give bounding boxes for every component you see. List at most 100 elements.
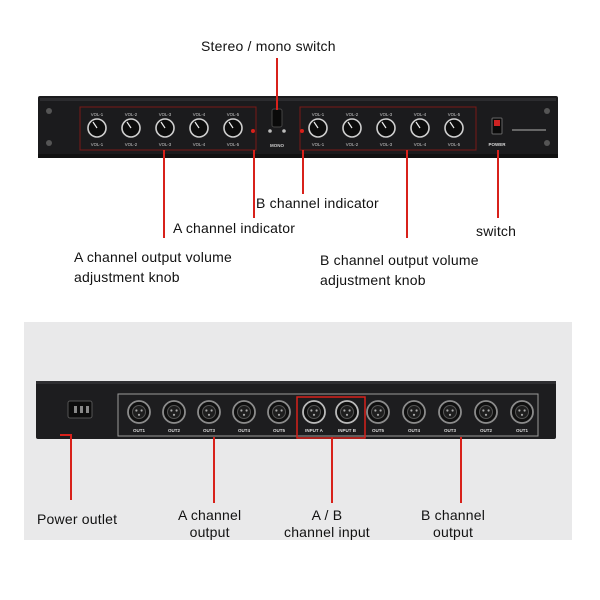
rack-screw-icon bbox=[46, 140, 52, 146]
knob-label-a: VOL-5 bbox=[227, 142, 240, 147]
xlr-socket-icon bbox=[202, 405, 216, 419]
knob-pointer-icon bbox=[126, 121, 132, 129]
xlr-pin-icon bbox=[412, 413, 416, 416]
mono-label: MONO bbox=[270, 143, 284, 148]
xlr-pin-icon bbox=[523, 409, 526, 412]
xlr-pin-icon bbox=[484, 413, 488, 416]
knob-label-b: VOL-5 bbox=[448, 142, 461, 147]
rack-screw-icon bbox=[544, 108, 550, 114]
a-output-knob-callout: A channel output volume adjustment knob bbox=[74, 249, 232, 285]
xlr-pin-icon bbox=[210, 409, 213, 412]
xlr-pin-icon bbox=[448, 413, 452, 416]
front-panel: VOL-1VOL-1VOL-2VOL-2VOL-3VOL-3VOL-4VOL-4… bbox=[38, 96, 558, 158]
xlr-socket-icon bbox=[371, 405, 385, 419]
knob-pointer-icon bbox=[449, 121, 455, 129]
knob-pointer-icon bbox=[228, 121, 234, 129]
xlr-pin-icon bbox=[410, 409, 413, 412]
xlr-socket-icon bbox=[307, 405, 321, 419]
xlr-pin-icon bbox=[451, 409, 454, 412]
knob-label-b: VOL-4 bbox=[414, 142, 427, 147]
knob-label-b: VOL-1 bbox=[312, 142, 325, 147]
xlr-pin-icon bbox=[175, 409, 178, 412]
xlr-pin-icon bbox=[207, 413, 211, 416]
rear-chassis bbox=[36, 381, 556, 439]
ab-input-callout: A / B channel input bbox=[284, 507, 370, 540]
knob-label-a: VOL-4 bbox=[193, 112, 206, 117]
xlr-pin-icon bbox=[172, 413, 176, 416]
xlr-pin-icon bbox=[343, 409, 346, 412]
xlr-pin-icon bbox=[245, 409, 248, 412]
xlr-pin-icon bbox=[487, 409, 490, 412]
xlr-pin-icon bbox=[482, 409, 485, 412]
stereo-mono-switch-callout: Stereo / mono switch bbox=[201, 38, 336, 54]
knob-label-a: VOL-5 bbox=[227, 112, 240, 117]
connector-label: OUT3 bbox=[203, 428, 215, 433]
connector-label: INPUT A bbox=[305, 428, 324, 433]
xlr-pin-icon bbox=[277, 413, 281, 416]
indicator-led bbox=[282, 129, 286, 133]
knob-label-a: VOL-3 bbox=[159, 142, 172, 147]
xlr-socket-icon bbox=[167, 405, 181, 419]
connector-label: OUT3 bbox=[444, 428, 456, 433]
xlr-socket-icon bbox=[479, 405, 493, 419]
xlr-pin-icon bbox=[315, 409, 318, 412]
xlr-pin-icon bbox=[379, 409, 382, 412]
xlr-socket-icon bbox=[272, 405, 286, 419]
knob-label-b: VOL-1 bbox=[312, 112, 325, 117]
xlr-pin-icon bbox=[415, 409, 418, 412]
a-output-callout: A channel output bbox=[178, 507, 242, 540]
connector-label: OUT5 bbox=[273, 428, 285, 433]
b-channel-indicator bbox=[300, 129, 304, 133]
knob-pointer-icon bbox=[313, 121, 319, 129]
knob-pointer-icon bbox=[381, 121, 387, 129]
xlr-pin-icon bbox=[275, 409, 278, 412]
b-channel-indicator-callout: B channel indicator bbox=[256, 195, 379, 211]
b-output-callout: B channel output bbox=[421, 507, 486, 540]
connector-label: OUT4 bbox=[408, 428, 420, 433]
knob-label-a: VOL-4 bbox=[193, 142, 206, 147]
xlr-pin-icon bbox=[310, 409, 313, 412]
xlr-pin-icon bbox=[345, 413, 349, 416]
xlr-pin-icon bbox=[374, 409, 377, 412]
connector-label: OUT1 bbox=[133, 428, 145, 433]
knob-label-b: VOL-4 bbox=[414, 112, 427, 117]
power-outlet-callout: Power outlet bbox=[37, 511, 118, 527]
knob-pointer-icon bbox=[415, 121, 421, 129]
knob-label-b: VOL-3 bbox=[380, 112, 393, 117]
knob-label-b: VOL-5 bbox=[448, 112, 461, 117]
xlr-pin-icon bbox=[518, 409, 521, 412]
xlr-socket-icon bbox=[407, 405, 421, 419]
xlr-pin-icon bbox=[520, 413, 524, 416]
connector-label: OUT1 bbox=[516, 428, 528, 433]
xlr-socket-icon bbox=[132, 405, 146, 419]
a-channel-indicator bbox=[251, 129, 255, 133]
xlr-pin-icon bbox=[205, 409, 208, 412]
knob-pointer-icon bbox=[194, 121, 200, 129]
connector-label: OUT2 bbox=[480, 428, 492, 433]
knob-label-a: VOL-3 bbox=[159, 112, 172, 117]
xlr-socket-icon bbox=[515, 405, 529, 419]
b-output-knob-callout: B channel output volume adjustment knob bbox=[320, 252, 479, 288]
xlr-socket-icon bbox=[237, 405, 251, 419]
xlr-socket-icon bbox=[443, 405, 457, 419]
rack-screw-icon bbox=[544, 140, 550, 146]
xlr-pin-icon bbox=[140, 409, 143, 412]
connector-label: OUT2 bbox=[168, 428, 180, 433]
connector-label: INPUT B bbox=[338, 428, 357, 433]
xlr-pin-icon bbox=[376, 413, 380, 416]
switch-callout: switch bbox=[476, 223, 517, 239]
front-chassis bbox=[38, 96, 558, 158]
knob-label-b: VOL-2 bbox=[346, 112, 359, 117]
xlr-pin-icon bbox=[312, 413, 316, 416]
xlr-pin-icon bbox=[170, 409, 173, 412]
xlr-pin-icon bbox=[240, 409, 243, 412]
knob-label-a: VOL-2 bbox=[125, 142, 138, 147]
knob-label-a: VOL-1 bbox=[91, 112, 104, 117]
knob-label-a: VOL-1 bbox=[91, 142, 104, 147]
knob-pointer-icon bbox=[347, 121, 353, 129]
xlr-pin-icon bbox=[348, 409, 351, 412]
connector-frame bbox=[117, 393, 539, 437]
a-channel-indicator-callout: A channel indicator bbox=[173, 220, 296, 236]
knob-pointer-icon bbox=[160, 121, 166, 129]
